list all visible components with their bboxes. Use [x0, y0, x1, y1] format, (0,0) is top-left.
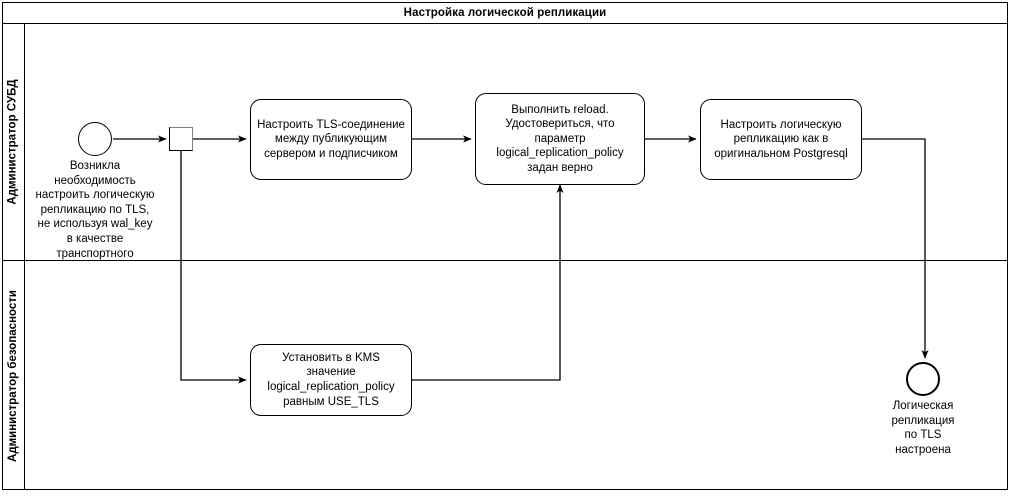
task-configure-logical-replication[interactable]: Настроить логическую репликацию как в ор… [700, 99, 862, 180]
page-title: Настройка логической репликации [2, 2, 1008, 24]
end-event-label: Логическая репликация по TLS настроена [891, 400, 955, 456]
task-reload-verify-parameter[interactable]: Выполнить reload. Удостовериться, что па… [475, 93, 645, 185]
start-event-circle[interactable] [78, 122, 112, 156]
task-set-kms-policy[interactable]: Установить в KMS значение logical_replic… [250, 344, 412, 416]
lane-label-text-dbms: Администратор СУБД [7, 79, 20, 205]
gateway-node[interactable] [169, 127, 193, 151]
start-event-label: Возникла необходимость настроить логичес… [35, 160, 155, 260]
lane-label-administrator-dbms: Администратор СУБД [2, 24, 25, 260]
end-event-circle[interactable] [906, 362, 940, 396]
task-configure-tls-connection[interactable]: Настроить TLS-соединение между публикующ… [250, 99, 412, 180]
lane-label-text-security: Администратор безопасности [7, 289, 20, 462]
lane-administrator-security: Администратор безопасности [2, 261, 1008, 490]
lane-label-administrator-security: Администратор безопасности [2, 261, 25, 490]
pool-frame [2, 2, 1008, 490]
